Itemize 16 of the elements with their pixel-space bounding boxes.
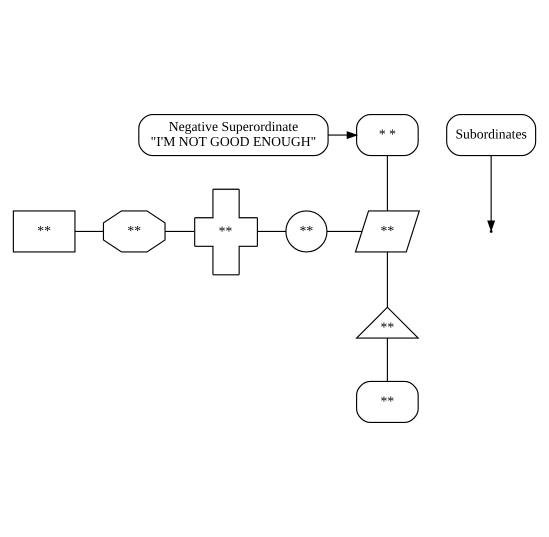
- connector: [386, 338, 388, 382]
- node-circle: **: [285, 210, 328, 253]
- arrow: [328, 131, 358, 140]
- connector: [386, 252, 388, 308]
- node-box: **: [12, 210, 76, 253]
- node-box: * *: [356, 114, 419, 156]
- arrow: [487, 156, 496, 232]
- connector: [165, 230, 194, 232]
- connector: [326, 230, 362, 232]
- connector: [386, 156, 388, 211]
- connector: [257, 230, 286, 232]
- node-text: **: [218, 224, 232, 239]
- node-box: Subordinates: [446, 114, 536, 156]
- connector: [75, 230, 104, 232]
- node-box: **: [356, 380, 419, 423]
- node-box: Negative Superordinate "I'M NOT GOOD ENOUGH": [138, 114, 329, 156]
